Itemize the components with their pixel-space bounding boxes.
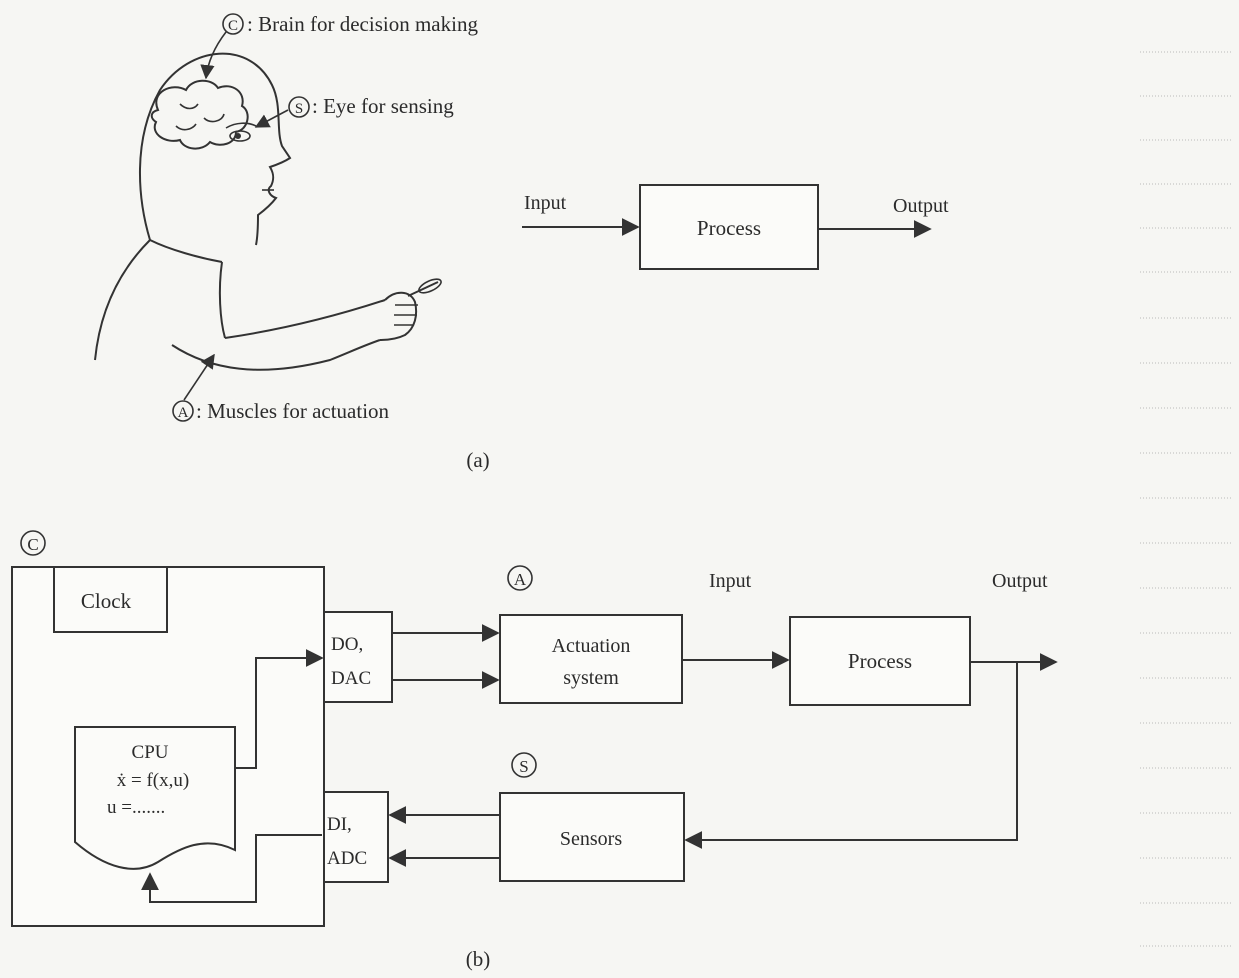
- actuation-line-1: Actuation: [552, 635, 631, 657]
- sensors-block: S Sensors: [499, 752, 685, 882]
- a-input-label: Input: [524, 192, 567, 214]
- simple-process-diagram: Input Process Output: [522, 184, 949, 270]
- di-adc-line-2: ADC: [327, 848, 367, 869]
- actuation-box: [499, 614, 683, 704]
- clock-label: Clock: [81, 589, 132, 613]
- ruled-lines: [1140, 51, 1232, 947]
- clock-box: [53, 566, 168, 633]
- controller: C Clock CPU ẋ = f(x,u) u =....... DO, DA…: [11, 530, 393, 927]
- brain-letter: C: [228, 18, 238, 34]
- actuation-line-2: system: [563, 667, 619, 689]
- b-process-box: [789, 616, 971, 706]
- muscle-annotation: A : Muscles for actuation: [172, 353, 390, 423]
- human-figure: [94, 52, 442, 371]
- brain-annotation: C : Brain for decision making: [200, 12, 478, 80]
- a-output-label: Output: [893, 195, 949, 217]
- caption-b: (b): [466, 947, 491, 971]
- sensors-box: [499, 792, 685, 882]
- feedback-path: [684, 662, 1018, 849]
- actuation-block: A Actuation system: [499, 565, 683, 704]
- muscle-letter: A: [178, 405, 189, 421]
- sensors-letter: S: [519, 757, 528, 776]
- b-input-label: Input: [709, 570, 752, 592]
- do-dac-line-1: DO,: [331, 634, 363, 655]
- cpu-line-2: ẋ = f(x,u): [117, 770, 189, 791]
- sensors-label: Sensors: [560, 828, 622, 850]
- b-process-label: Process: [848, 649, 912, 673]
- cpu-box: [74, 726, 236, 870]
- a-process-box: [639, 184, 819, 270]
- eye-letter: S: [295, 101, 303, 117]
- brain-label: : Brain for decision making: [247, 12, 478, 36]
- muscle-label: : Muscles for actuation: [196, 399, 390, 423]
- b-output-label: Output: [992, 570, 1048, 592]
- eye-annotation: S : Eye for sensing: [254, 94, 454, 128]
- b-process-block: Process: [789, 616, 971, 706]
- controller-letter: C: [27, 535, 38, 554]
- actuation-letter: A: [514, 570, 527, 589]
- do-dac-line-2: DAC: [331, 668, 371, 689]
- do-dac-box: [323, 611, 393, 703]
- di-adc-line-1: DI,: [327, 814, 352, 835]
- a-process-label: Process: [697, 216, 761, 240]
- cpu-line-1: CPU: [132, 742, 169, 763]
- eye-label: : Eye for sensing: [312, 94, 454, 118]
- di-adc-box: [323, 791, 389, 883]
- caption-a: (a): [466, 448, 489, 472]
- cpu-line-3: u =.......: [107, 797, 165, 818]
